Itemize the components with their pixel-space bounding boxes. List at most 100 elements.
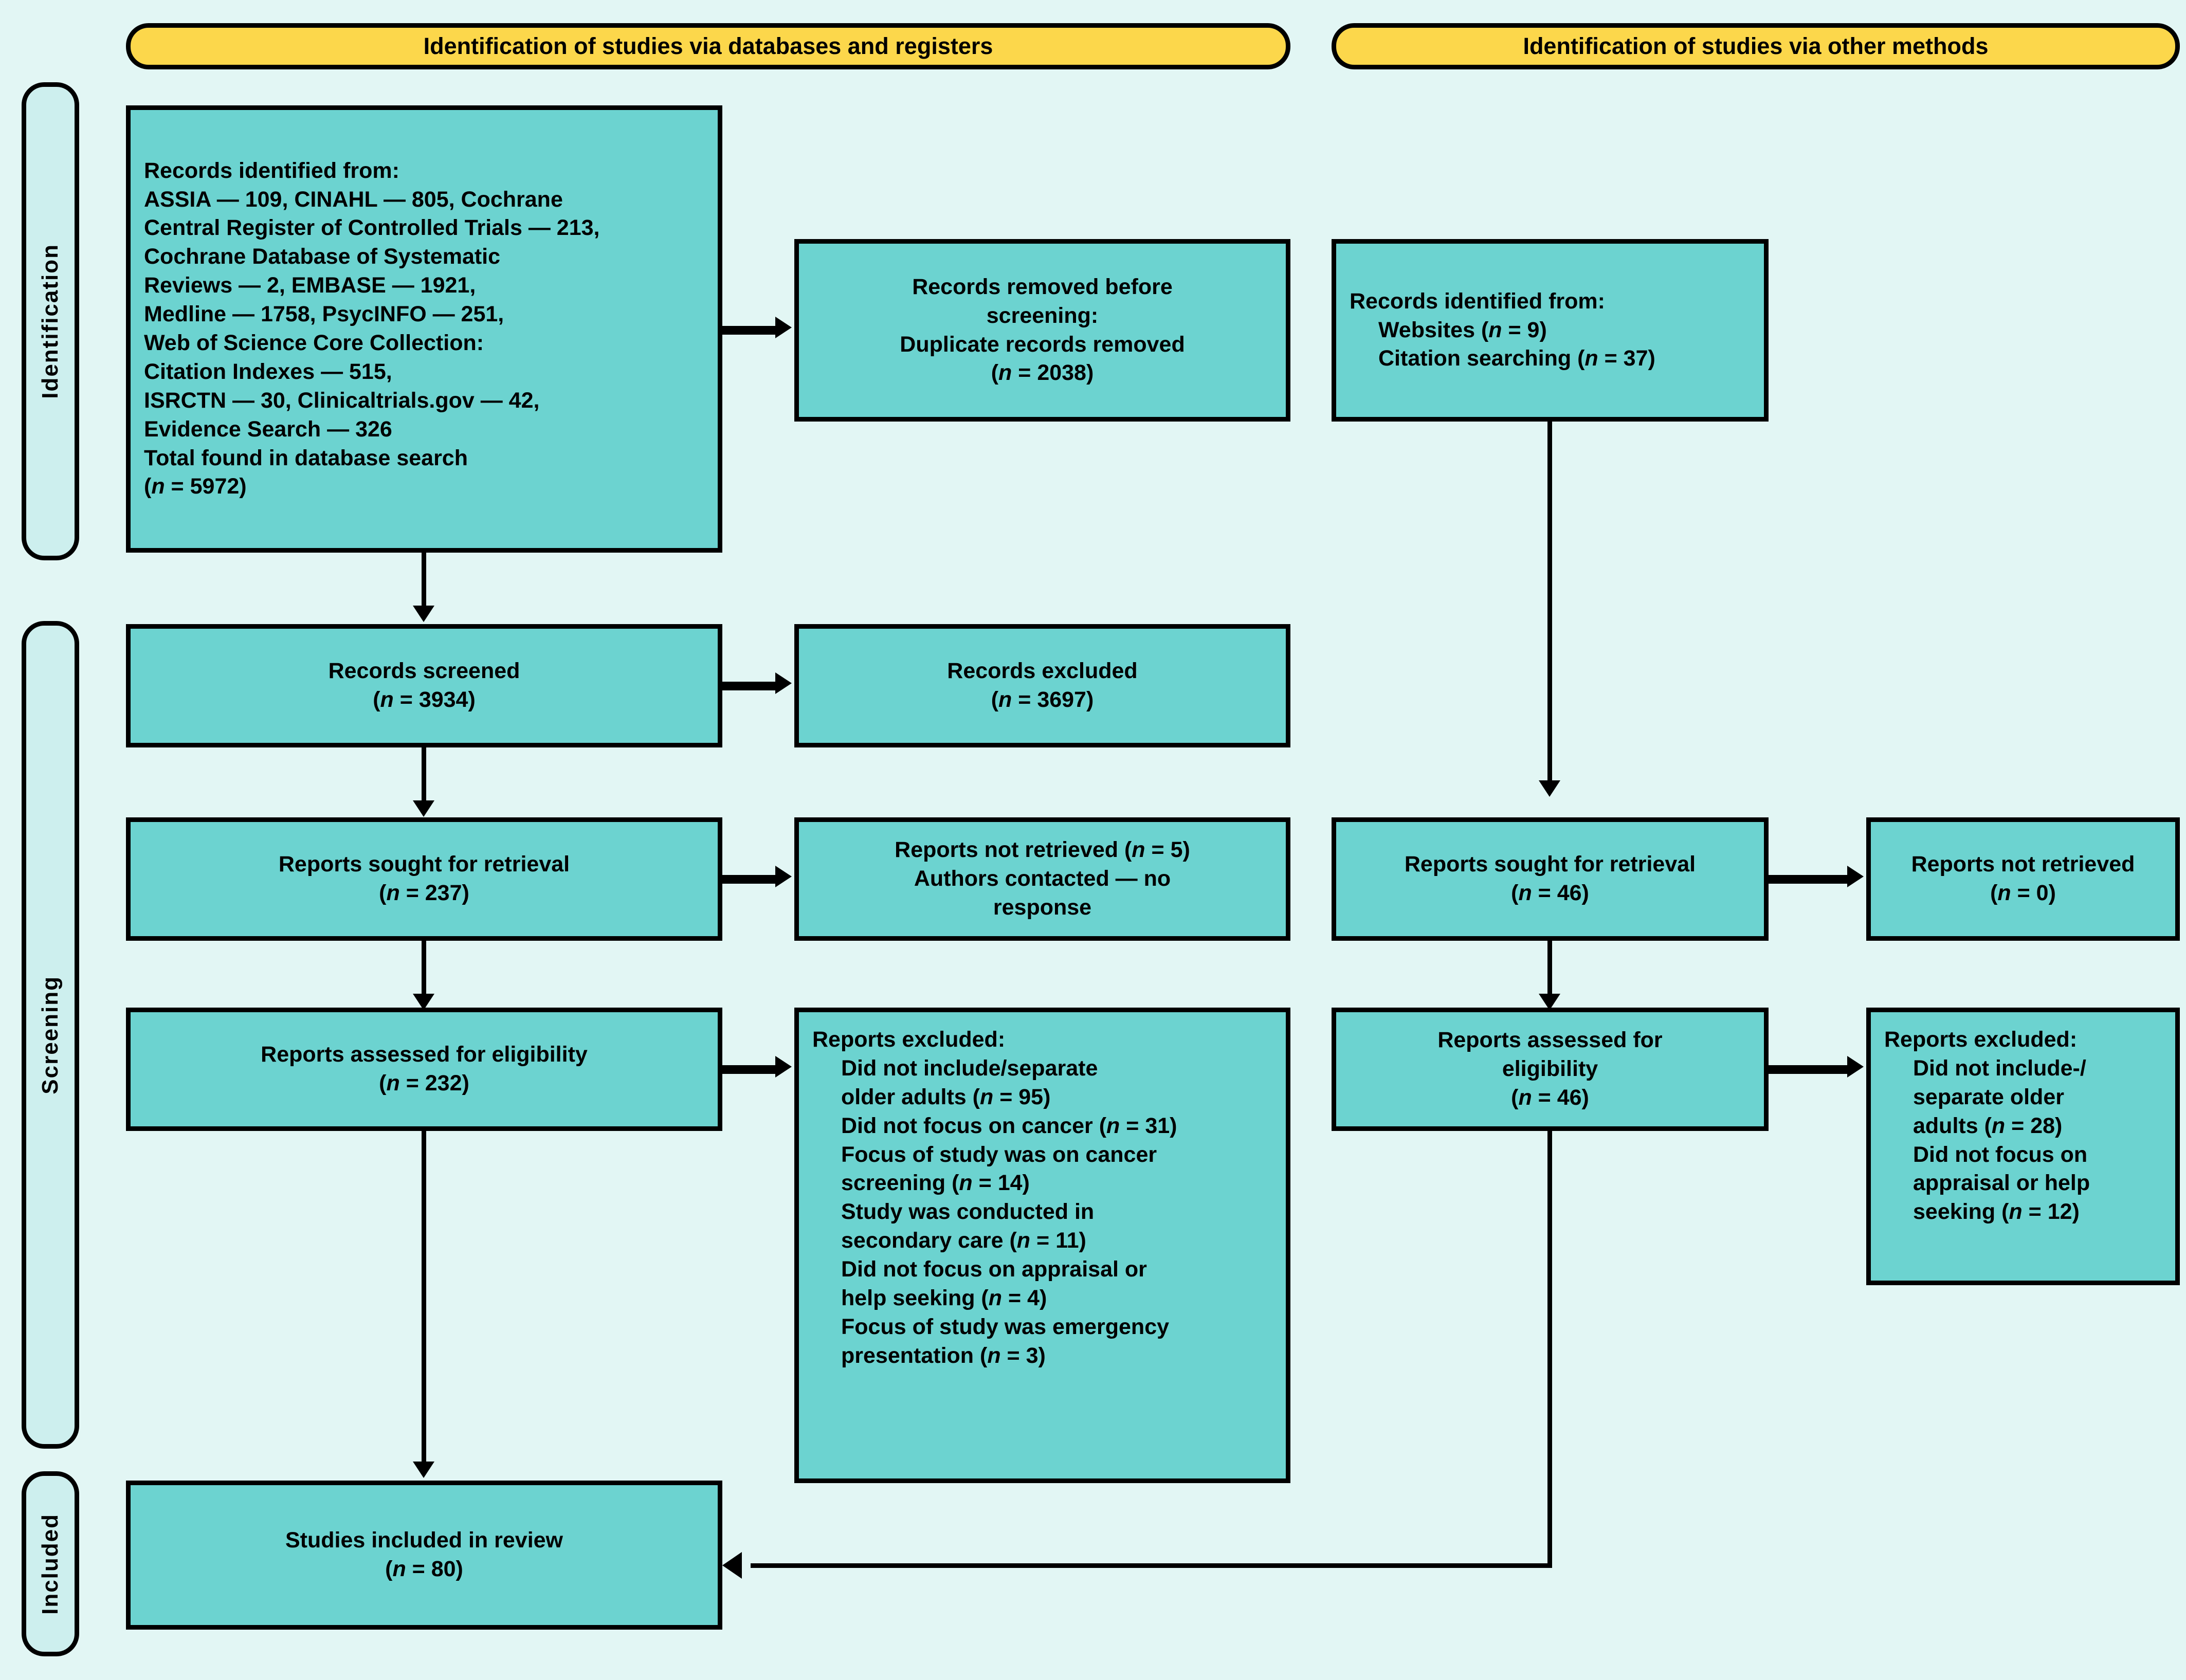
- reports-excluded-left-line-9: Focus of study was emergency: [841, 1314, 1170, 1339]
- records-identified-line-7: Citation Indexes — 515,: [144, 359, 392, 384]
- connector-assessed-to-excluded-right: [1769, 1065, 1848, 1074]
- reports-excluded-left-line-3: Focus of study was on cancer: [841, 1142, 1157, 1167]
- reports-not-retrieved-right-label: Reports not retrieved: [1911, 852, 2135, 877]
- reports-excluded-right-line-4: appraisal or help: [1913, 1171, 2090, 1196]
- arrowhead-screened-to-sought: [413, 800, 434, 817]
- box-reports-sought-retrieval-right: Reports sought for retrieval (n = 46): [1332, 817, 1769, 941]
- banner-other-methods-label: Identification of studies via other meth…: [1523, 33, 1989, 59]
- records-removed-line-0: Records removed before: [912, 274, 1173, 299]
- banner-databases-registers: Identification of studies via databases …: [126, 23, 1290, 69]
- reports-excluded-left-line-10: presentation (n = 3): [841, 1343, 1046, 1368]
- connector-assessed-to-excluded-left: [722, 1065, 776, 1074]
- arrowhead-assessed-to-excluded-right: [1847, 1056, 1864, 1078]
- connector-sought-to-assessed-left: [422, 941, 426, 995]
- connector-sought-to-notretrieved-left: [722, 875, 776, 884]
- records-screened-label: Records screened: [328, 659, 520, 684]
- reports-excluded-right-line-3: Did not focus on: [1913, 1142, 2088, 1167]
- records-identified-other-heading: Records identified from:: [1350, 288, 1605, 314]
- reports-excluded-right-line-5: seeking (n = 12): [1913, 1199, 2080, 1225]
- reports-excluded-left-heading: Reports excluded:: [812, 1027, 1006, 1052]
- reports-sought-right-n: (n = 46): [1511, 881, 1589, 905]
- stage-label-included: Included: [22, 1471, 79, 1656]
- reports-sought-left-label: Reports sought for retrieval: [278, 852, 570, 877]
- box-records-removed-before-screening: Records removed before screening: Duplic…: [794, 239, 1290, 422]
- arrowhead-sought-to-assessed-left: [413, 994, 434, 1010]
- arrowhead-assessed-to-included: [413, 1462, 434, 1478]
- reports-assessed-right-n: (n = 46): [1511, 1085, 1589, 1110]
- studies-included-label: Studies included in review: [285, 1528, 563, 1553]
- arrowhead-identified-to-screened: [413, 606, 434, 622]
- reports-excluded-left-line-2: Did not focus on cancer (n = 31): [841, 1113, 1177, 1138]
- arrowhead-identified-to-removed: [775, 317, 792, 338]
- box-reports-excluded-right: Reports excluded: Did not include-/ sepa…: [1866, 1008, 2180, 1285]
- connector-assessed-to-included: [422, 1131, 426, 1463]
- reports-excluded-left-line-1: older adults (n = 95): [841, 1084, 1051, 1109]
- stage-label-identification-text: Identification: [38, 244, 63, 399]
- arrowhead-sought-to-assessed-right: [1539, 994, 1560, 1010]
- banner-other-methods: Identification of studies via other meth…: [1332, 23, 2180, 69]
- records-identified-other-websites: Websites (n = 9): [1378, 317, 1547, 342]
- studies-included-n: (n = 80): [385, 1557, 463, 1581]
- records-identified-line-8: ISRCTN — 30, Clinicaltrials.gov — 42,: [144, 388, 540, 413]
- reports-not-retrieved-left-line-2: response: [993, 894, 1092, 920]
- records-identified-other-citation: Citation searching (n = 37): [1378, 346, 1655, 371]
- box-reports-assessed-eligibility-right: Reports assessed for eligibility (n = 46…: [1332, 1008, 1769, 1131]
- box-reports-assessed-eligibility-left: Reports assessed for eligibility (n = 23…: [126, 1008, 722, 1131]
- connector-identified-to-removed: [722, 326, 776, 335]
- box-reports-excluded-left: Reports excluded: Did not include/separa…: [794, 1008, 1290, 1483]
- box-reports-sought-retrieval-left: Reports sought for retrieval (n = 237): [126, 817, 722, 941]
- connector-screened-to-excluded: [722, 682, 776, 690]
- records-removed-n: (n = 2038): [991, 360, 1094, 386]
- reports-excluded-left-line-8: help seeking (n = 4): [841, 1286, 1047, 1311]
- reports-excluded-left-line-5: Study was conducted in: [841, 1199, 1095, 1225]
- banner-databases-label: Identification of studies via databases …: [423, 33, 993, 59]
- records-removed-line-1: screening:: [986, 303, 1099, 328]
- box-reports-not-retrieved-right: Reports not retrieved (n = 0): [1866, 817, 2180, 941]
- connector-screened-to-sought: [422, 747, 426, 801]
- reports-excluded-right-line-1: separate older: [1913, 1084, 2064, 1109]
- records-identified-line-6: Web of Science Core Collection:: [144, 331, 484, 355]
- records-excluded-label: Records excluded: [947, 659, 1138, 684]
- reports-not-retrieved-left-line-0: Reports not retrieved (n = 5): [895, 837, 1190, 863]
- stage-label-screening-text: Screening: [38, 975, 63, 1094]
- records-removed-line-2: Duplicate records removed: [900, 332, 1185, 357]
- reports-assessed-right-line-1: eligibility: [1502, 1056, 1598, 1082]
- arrowhead-screened-to-excluded: [775, 672, 792, 694]
- arrowhead-other-identified-to-sought: [1539, 780, 1560, 797]
- records-identified-total-n: (n = 5972): [144, 474, 247, 499]
- records-screened-n: (n = 3934): [373, 687, 476, 712]
- arrowhead-assessed-to-excluded-left: [775, 1056, 792, 1078]
- stage-label-identification: Identification: [22, 82, 79, 560]
- reports-excluded-left-line-6: secondary care (n = 11): [841, 1228, 1086, 1253]
- box-records-identified-databases: Records identified from: ASSIA — 109, CI…: [126, 105, 722, 553]
- reports-sought-left-n: (n = 237): [379, 881, 469, 905]
- reports-excluded-right-line-0: Did not include-/: [1913, 1055, 2086, 1081]
- records-identified-line-2: Central Register of Controlled Trials — …: [144, 215, 600, 241]
- reports-excluded-left-line-4: screening (n = 14): [841, 1171, 1030, 1196]
- reports-assessed-left-n: (n = 232): [379, 1071, 469, 1095]
- connector-other-identified-to-sought: [1547, 422, 1552, 781]
- box-records-excluded: Records excluded (n = 3697): [794, 624, 1290, 747]
- records-identified-line-0: Records identified from:: [144, 158, 399, 183]
- box-studies-included-in-review: Studies included in review (n = 80): [126, 1481, 722, 1630]
- reports-assessed-right-line-0: Reports assessed for: [1437, 1028, 1663, 1053]
- stage-label-screening: Screening: [22, 621, 79, 1449]
- records-excluded-n: (n = 3697): [991, 687, 1094, 712]
- records-identified-line-9: Evidence Search — 326: [144, 416, 392, 442]
- connector-sought-to-notretrieved-right: [1769, 875, 1848, 884]
- stage-label-included-text: Included: [38, 1513, 63, 1615]
- arrowhead-sought-to-notretrieved-left: [775, 866, 792, 887]
- records-identified-line-1: ASSIA — 109, CINAHL — 805, Cochrane: [144, 187, 563, 212]
- reports-excluded-right-heading: Reports excluded:: [1884, 1027, 2078, 1052]
- reports-not-retrieved-left-line-1: Authors contacted — no: [914, 866, 1171, 891]
- records-identified-line-5: Medline — 1758, PsycINFO — 251,: [144, 302, 504, 327]
- box-reports-not-retrieved-left: Reports not retrieved (n = 5) Authors co…: [794, 817, 1290, 941]
- connector-right-to-included-horizontal: [751, 1563, 1550, 1568]
- connector-identified-to-screened: [422, 553, 426, 607]
- arrowhead-right-to-included: [722, 1552, 742, 1579]
- records-identified-line-10: Total found in database search: [144, 445, 468, 470]
- box-records-identified-other: Records identified from: Websites (n = 9…: [1332, 239, 1769, 422]
- records-identified-line-3: Cochrane Database of Systematic: [144, 244, 501, 269]
- connector-right-assessed-down: [1547, 1131, 1552, 1568]
